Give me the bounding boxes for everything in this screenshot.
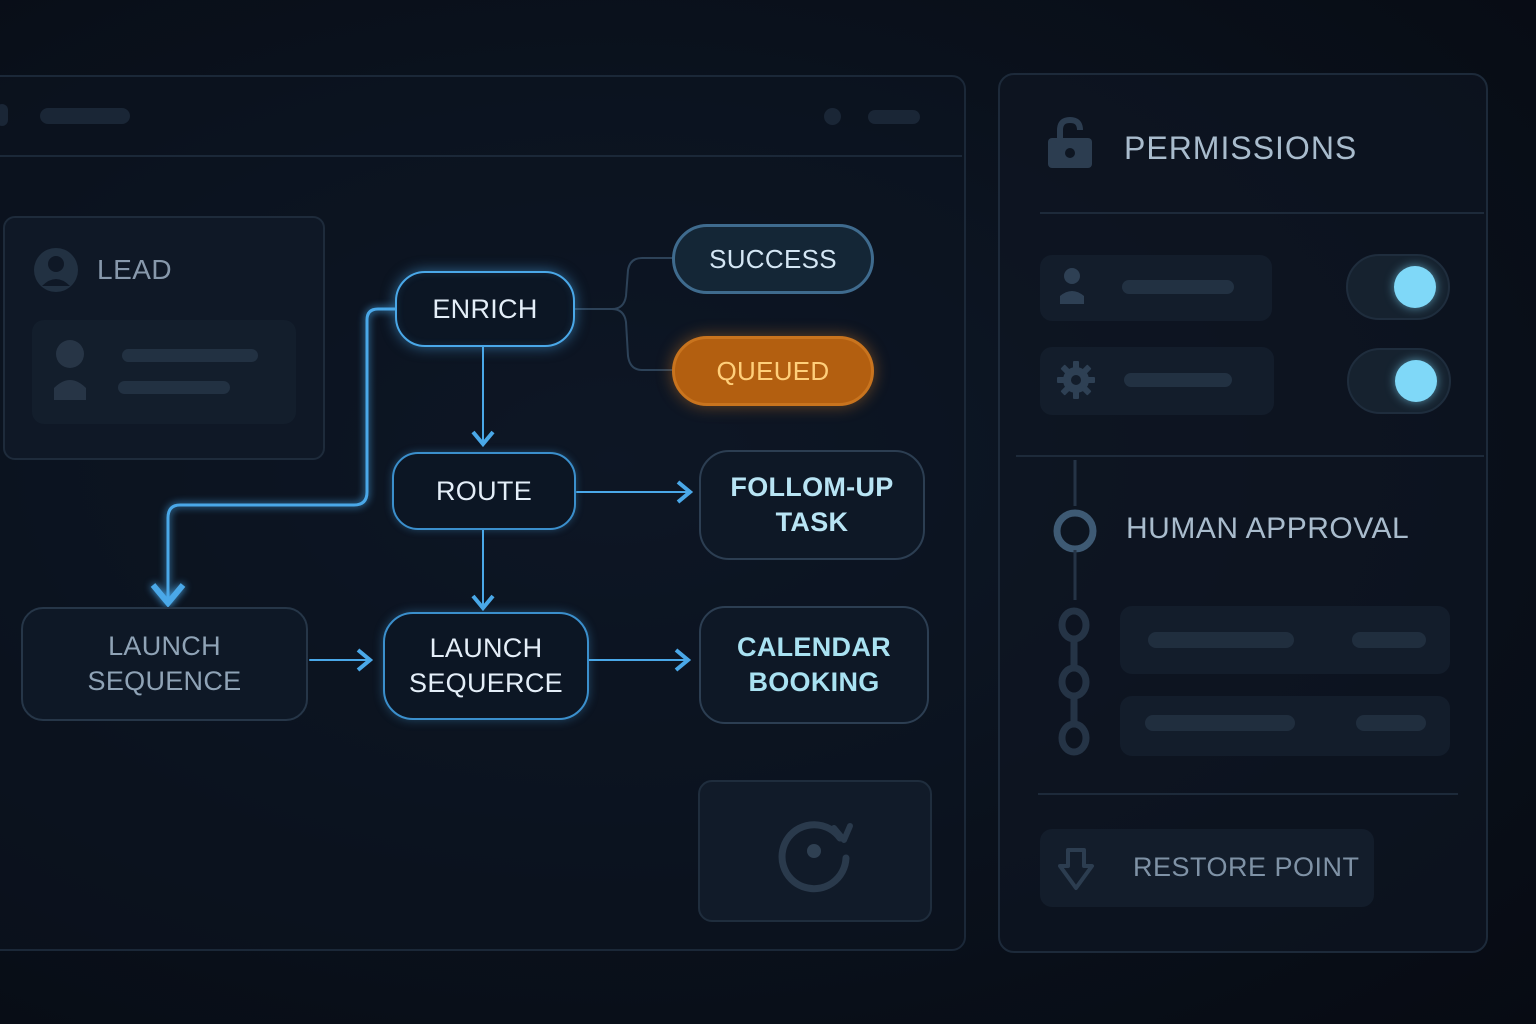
connector-enrich-success — [574, 257, 674, 310]
node-route-label: ROUTE — [436, 475, 532, 506]
permission-user-toggle[interactable] — [1346, 254, 1450, 320]
node-calendar-line1: CALENDAR — [737, 632, 891, 662]
lead-avatar-icon — [34, 248, 78, 292]
node-launch-mid-line1: LAUNCH — [429, 633, 543, 663]
status-queued[interactable]: QUEUED — [672, 336, 874, 406]
permissions-title: PERMISSIONS — [1124, 130, 1358, 166]
restore-point-button[interactable] — [1040, 829, 1374, 907]
node-enrich-label: ENRICH — [432, 293, 538, 324]
permission-settings-toggle-knob — [1395, 360, 1437, 402]
node-launch-left-line2: SEQUENCE — [87, 666, 242, 696]
node-enrich[interactable]: ENRICH — [395, 271, 575, 347]
contact-detail-placeholder — [118, 381, 230, 394]
toolbar-placeholder-right[interactable] — [868, 110, 920, 124]
workflow-toolbar — [0, 75, 962, 157]
refresh-icon[interactable] — [770, 808, 860, 896]
restore-point-label: RESTORE POINT — [1133, 852, 1360, 882]
permission-user-placeholder — [1122, 280, 1234, 294]
contact-name-placeholder — [122, 349, 258, 362]
permission-settings-placeholder — [1124, 373, 1232, 387]
connector-enrich-launch — [150, 307, 398, 608]
human-approval-title: HUMAN APPROVAL — [1126, 512, 1410, 545]
node-calendar-line2: BOOKING — [748, 667, 880, 697]
node-followup-line2: TASK — [775, 507, 849, 537]
approval-row-2-placeholder-a — [1145, 715, 1295, 731]
lead-contact-row[interactable] — [32, 320, 296, 424]
node-calendar-booking[interactable]: CALENDAR BOOKING — [699, 606, 929, 724]
toolbar-placeholder-left — [40, 108, 130, 124]
permission-user-toggle-knob — [1394, 266, 1436, 308]
person-icon — [1060, 268, 1084, 304]
node-route[interactable]: ROUTE — [392, 452, 576, 530]
contact-person-icon — [54, 340, 86, 400]
node-launch-left-line1: LAUNCH — [108, 631, 221, 661]
status-success[interactable]: SUCCESS — [672, 224, 874, 294]
restore-arrow-icon — [1058, 848, 1094, 890]
lead-label: LEAD — [97, 254, 173, 285]
node-launch-sequence-left[interactable]: LAUNCH SEQUENCE — [21, 607, 308, 721]
node-followup-task[interactable]: FOLLOM-UP TASK — [699, 450, 925, 560]
node-launch-mid-line2: SEQUERCE — [409, 668, 563, 698]
toolbar-placeholder-edge — [0, 104, 8, 126]
lock-icon — [1048, 116, 1092, 168]
permissions-divider-mid — [1016, 455, 1484, 457]
approval-chain-icon — [1053, 460, 1097, 756]
status-queued-label: QUEUED — [716, 355, 830, 386]
toolbar-dot[interactable] — [824, 108, 841, 125]
permissions-divider-top — [1040, 212, 1484, 214]
approval-row-2-placeholder-b — [1356, 715, 1426, 731]
connector-enrich-queued — [611, 308, 674, 371]
status-success-label: SUCCESS — [709, 243, 837, 274]
node-followup-line1: FOLLOM-UP — [730, 472, 894, 502]
permission-settings-toggle[interactable] — [1347, 348, 1451, 414]
approval-row-1-placeholder-a — [1148, 632, 1294, 648]
approval-row-1-placeholder-b — [1352, 632, 1426, 648]
gear-icon — [1057, 361, 1095, 399]
node-launch-sequence[interactable]: LAUNCH SEQUERCE — [383, 612, 589, 720]
permissions-divider-bottom — [1038, 793, 1458, 795]
